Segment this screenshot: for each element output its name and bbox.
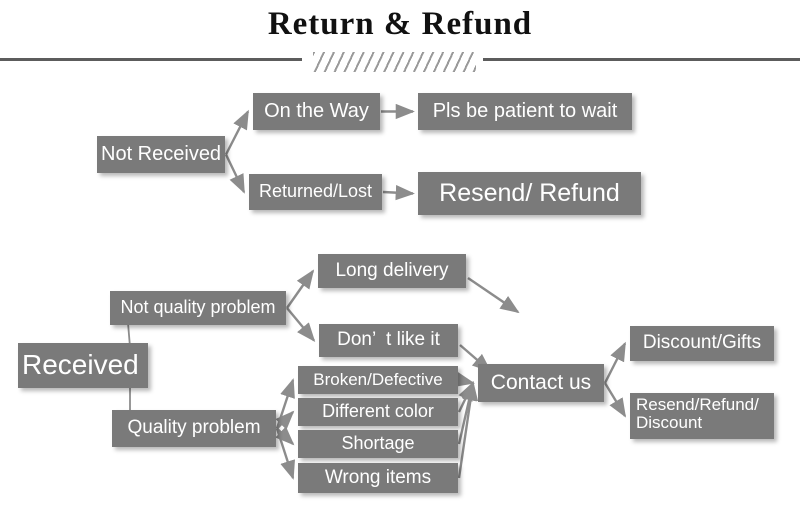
flow-node-resend-disc: Resend/Refund/ Discount [630,393,774,439]
flow-arrow-quality-to-diff-color [275,410,295,430]
flow-arrow-not-quality-to-dont-like [286,307,316,342]
page-title: Return & Refund [267,6,533,42]
header-rule-right [483,58,800,61]
flow-arrow-wrong-items-to-contact-us [457,381,479,479]
flow-arrow-not-received-to-on-the-way [224,109,250,156]
flow-node-shortage: Shortage [298,430,458,458]
flow-node-diff-color: Different color [298,398,458,426]
flow-node-contact-us: Contact us [478,364,604,402]
flow-arrow-returned-lost-to-resend-refund [382,184,415,201]
flow-node-returned-lost: Returned/Lost [249,174,382,210]
flow-arrow-long-delivery-to-contact-us [467,277,520,314]
flow-arrow-quality-to-wrong-items [275,428,295,480]
flow-arrow-broken-to-contact-us [454,371,475,387]
flow-node-resend-refund: Resend/ Refund [418,172,641,215]
flow-arrow-contact-us-to-discount-gifts [603,341,627,384]
flow-node-not-received: Not Received [97,136,225,173]
flow-node-quality: Quality problem [112,410,276,447]
header-hatch-ornament [313,52,476,72]
flow-node-on-the-way: On the Way [253,93,380,130]
flow-node-long-delivery: Long delivery [318,254,466,288]
flow-node-not-quality: Not quality problem [110,291,286,325]
flow-node-received: Received [18,343,148,388]
flow-arrow-contact-us-to-resend-disc [603,382,627,418]
flow-arrow-not-received-to-returned-lost [224,153,246,194]
flow-node-broken: Broken/Defective [298,366,458,394]
header-rule-left [0,58,302,61]
flow-node-dont-like: Don’ t like it [319,324,458,357]
flow-node-discount-gifts: Discount/Gifts [630,326,774,361]
flow-node-wrong-items: Wrong items [298,463,458,493]
flow-arrow-quality-to-shortage [275,426,295,446]
flow-node-pls-wait: Pls be patient to wait [418,93,632,130]
flow-arrow-not-quality-to-long-delivery [286,269,315,309]
